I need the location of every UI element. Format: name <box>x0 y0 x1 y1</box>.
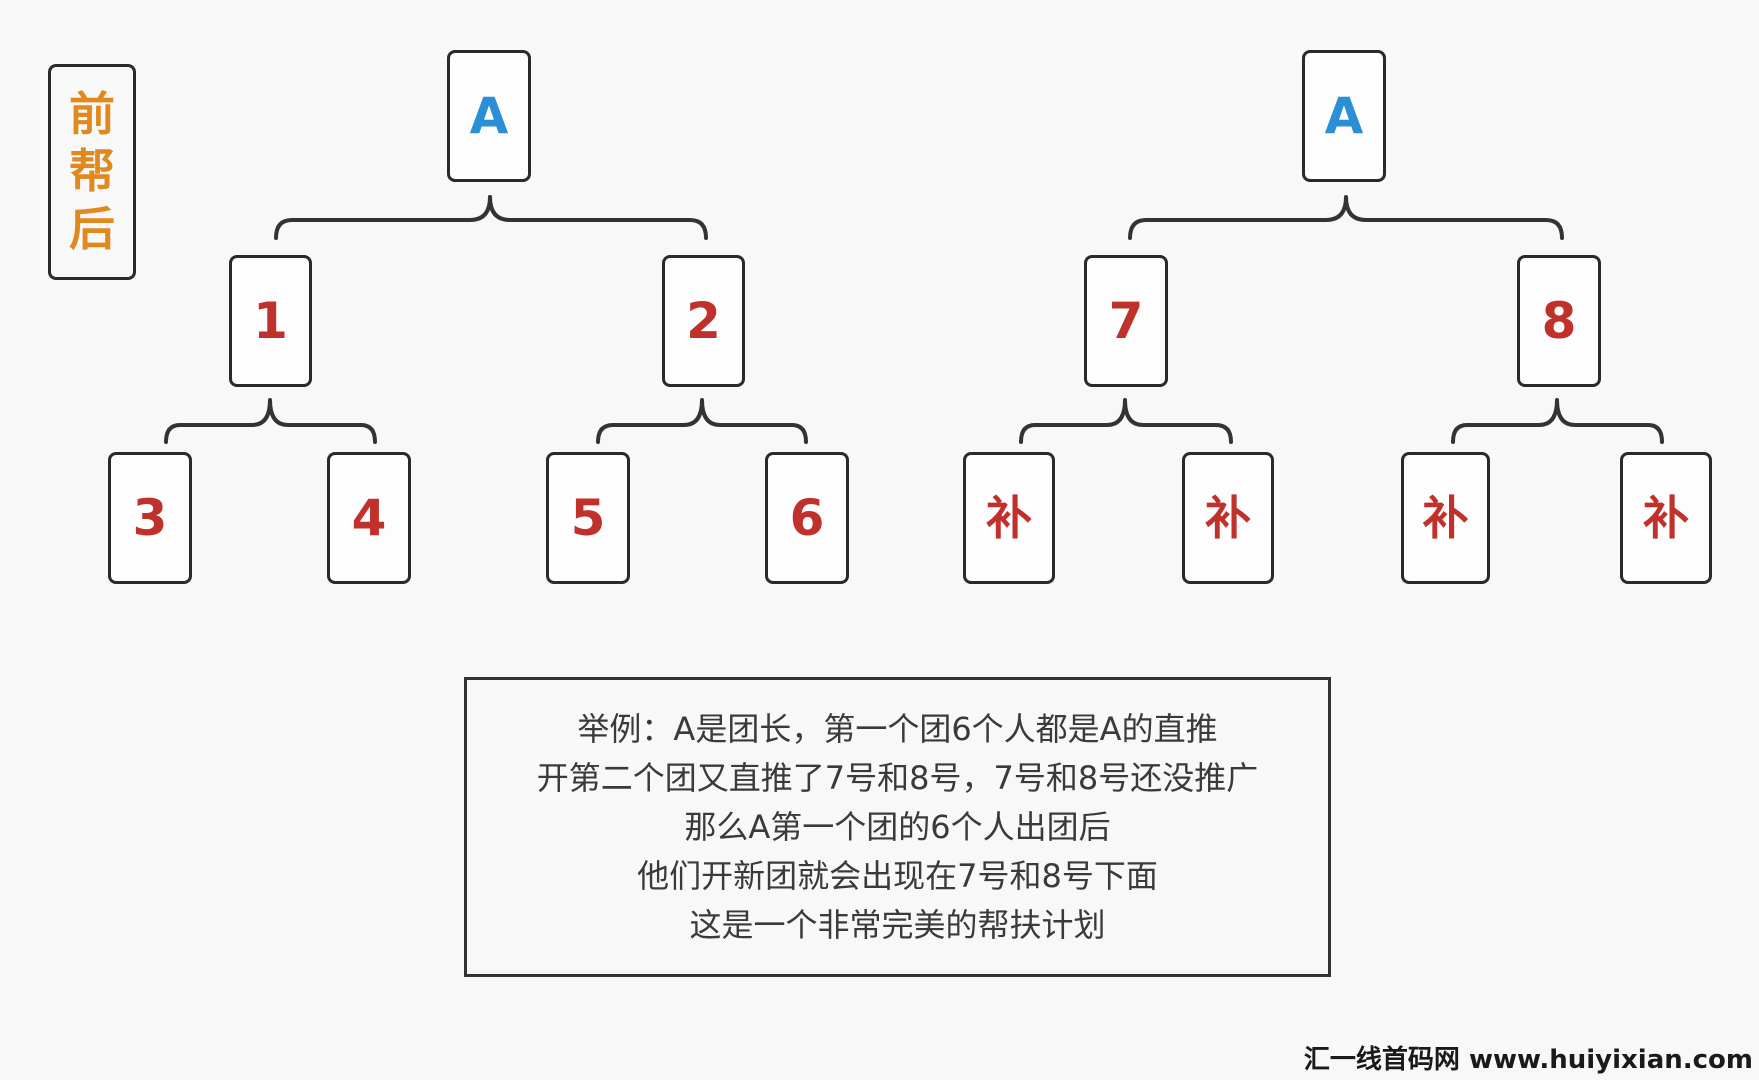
tree1-node-4: 4 <box>327 452 411 584</box>
tree2-node-8: 8 <box>1517 255 1601 387</box>
tree2-supplement-node-1: 补 <box>963 452 1055 584</box>
tree2-node-7: 7 <box>1084 255 1168 387</box>
label-char-2: 帮 <box>69 144 115 199</box>
tree2-supplement-node-3: 补 <box>1401 452 1490 584</box>
brace-root-left-right <box>488 195 708 240</box>
explanation-line-5: 这是一个非常完美的帮扶计划 <box>689 905 1106 944</box>
tree1-node-1: 1 <box>229 255 312 387</box>
explanation-line-4: 他们开新团就会出现在7号和8号下面 <box>637 856 1158 895</box>
watermark-text: 汇一线首码网 www.huiyixian.com <box>1303 1045 1753 1075</box>
explanation-box: 举例：A是团长，第一个团6个人都是A的直推 开第二个团又直推了7号和8号，7号和… <box>464 677 1331 977</box>
brace-node-2 <box>596 398 808 444</box>
tree1-node-5: 5 <box>546 452 630 584</box>
tree1-root-node: A <box>447 50 531 182</box>
tree2-supplement-node-4: 补 <box>1620 452 1712 584</box>
explanation-line-3: 那么A第一个团的6个人出团后 <box>684 807 1111 846</box>
brace-node-1 <box>164 398 377 444</box>
tree1-node-3: 3 <box>108 452 192 584</box>
tree1-node-2: 2 <box>662 255 745 387</box>
explanation-line-2: 开第二个团又直推了7号和8号，7号和8号还没推广 <box>536 758 1259 797</box>
tree2-root-node: A <box>1302 50 1386 182</box>
explanation-line-1: 举例：A是团长，第一个团6个人都是A的直推 <box>577 709 1218 748</box>
brace-root-left <box>274 195 492 240</box>
brace-node-7 <box>1019 398 1233 444</box>
brace-node-8 <box>1451 398 1664 444</box>
brace-root-right <box>1128 195 1564 240</box>
tree2-supplement-node-2: 补 <box>1182 452 1274 584</box>
label-char-3: 后 <box>69 201 115 256</box>
tree1-node-6: 6 <box>765 452 849 584</box>
label-char-1: 前 <box>69 86 115 141</box>
label-before-after-help: 前 帮 后 <box>48 64 136 280</box>
